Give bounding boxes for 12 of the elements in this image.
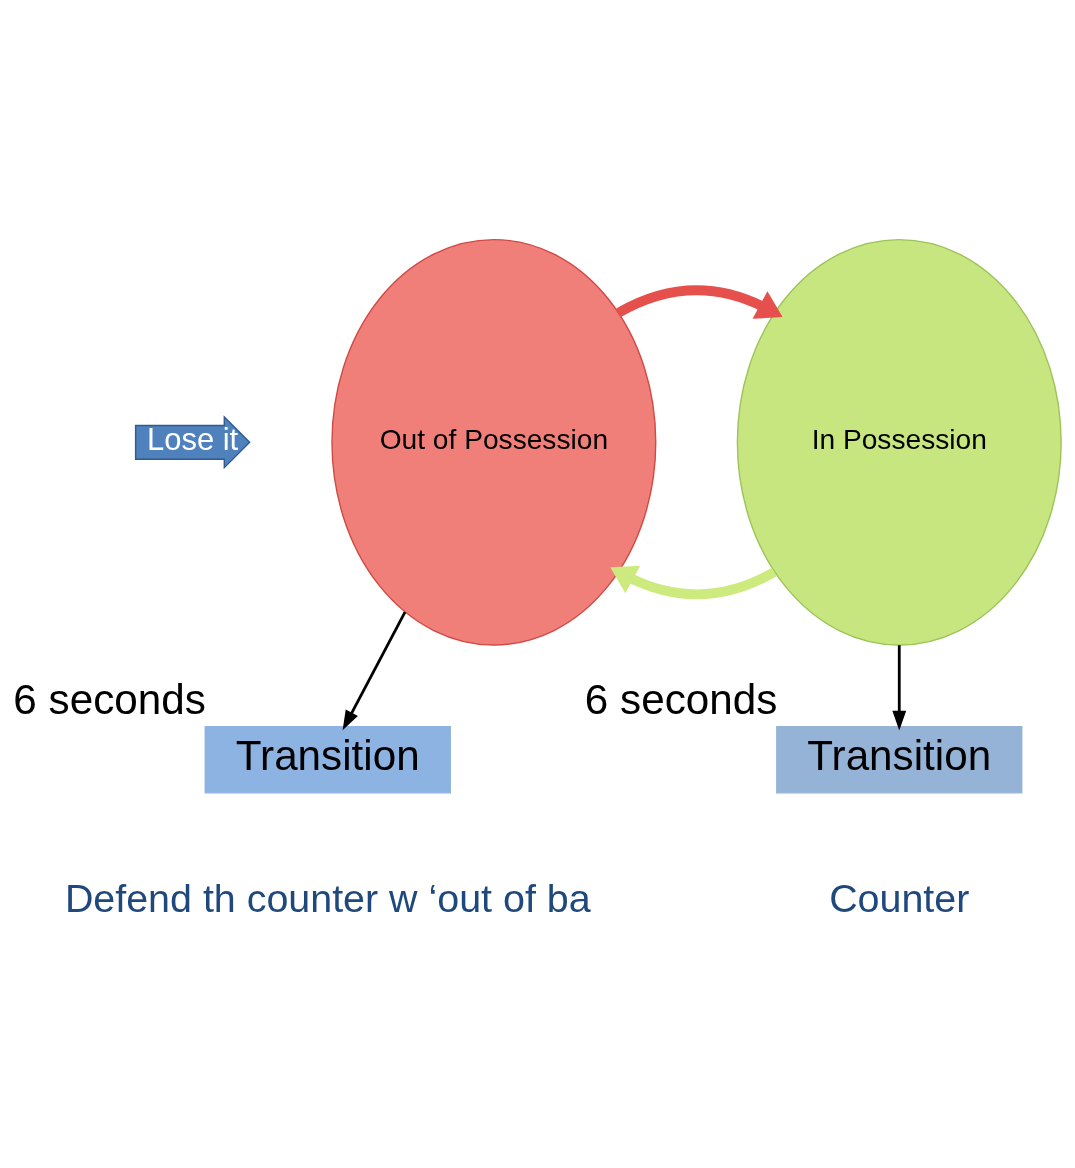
node-label: 6 seconds (584, 675, 778, 723)
node-ellipse: In Possession (736, 238, 1062, 646)
node-box: Transition (776, 725, 1023, 794)
arrow (892, 644, 907, 731)
node-label: 6 seconds (13, 675, 206, 723)
arrow (616, 285, 783, 319)
node-box: Transition (204, 725, 451, 794)
label: Counter (829, 875, 970, 920)
arrow (342, 610, 407, 730)
label: Defend th counter w ‘out of ba (64, 875, 591, 920)
arrow (610, 565, 777, 599)
node-ellipse: Out of Possession (331, 238, 657, 646)
